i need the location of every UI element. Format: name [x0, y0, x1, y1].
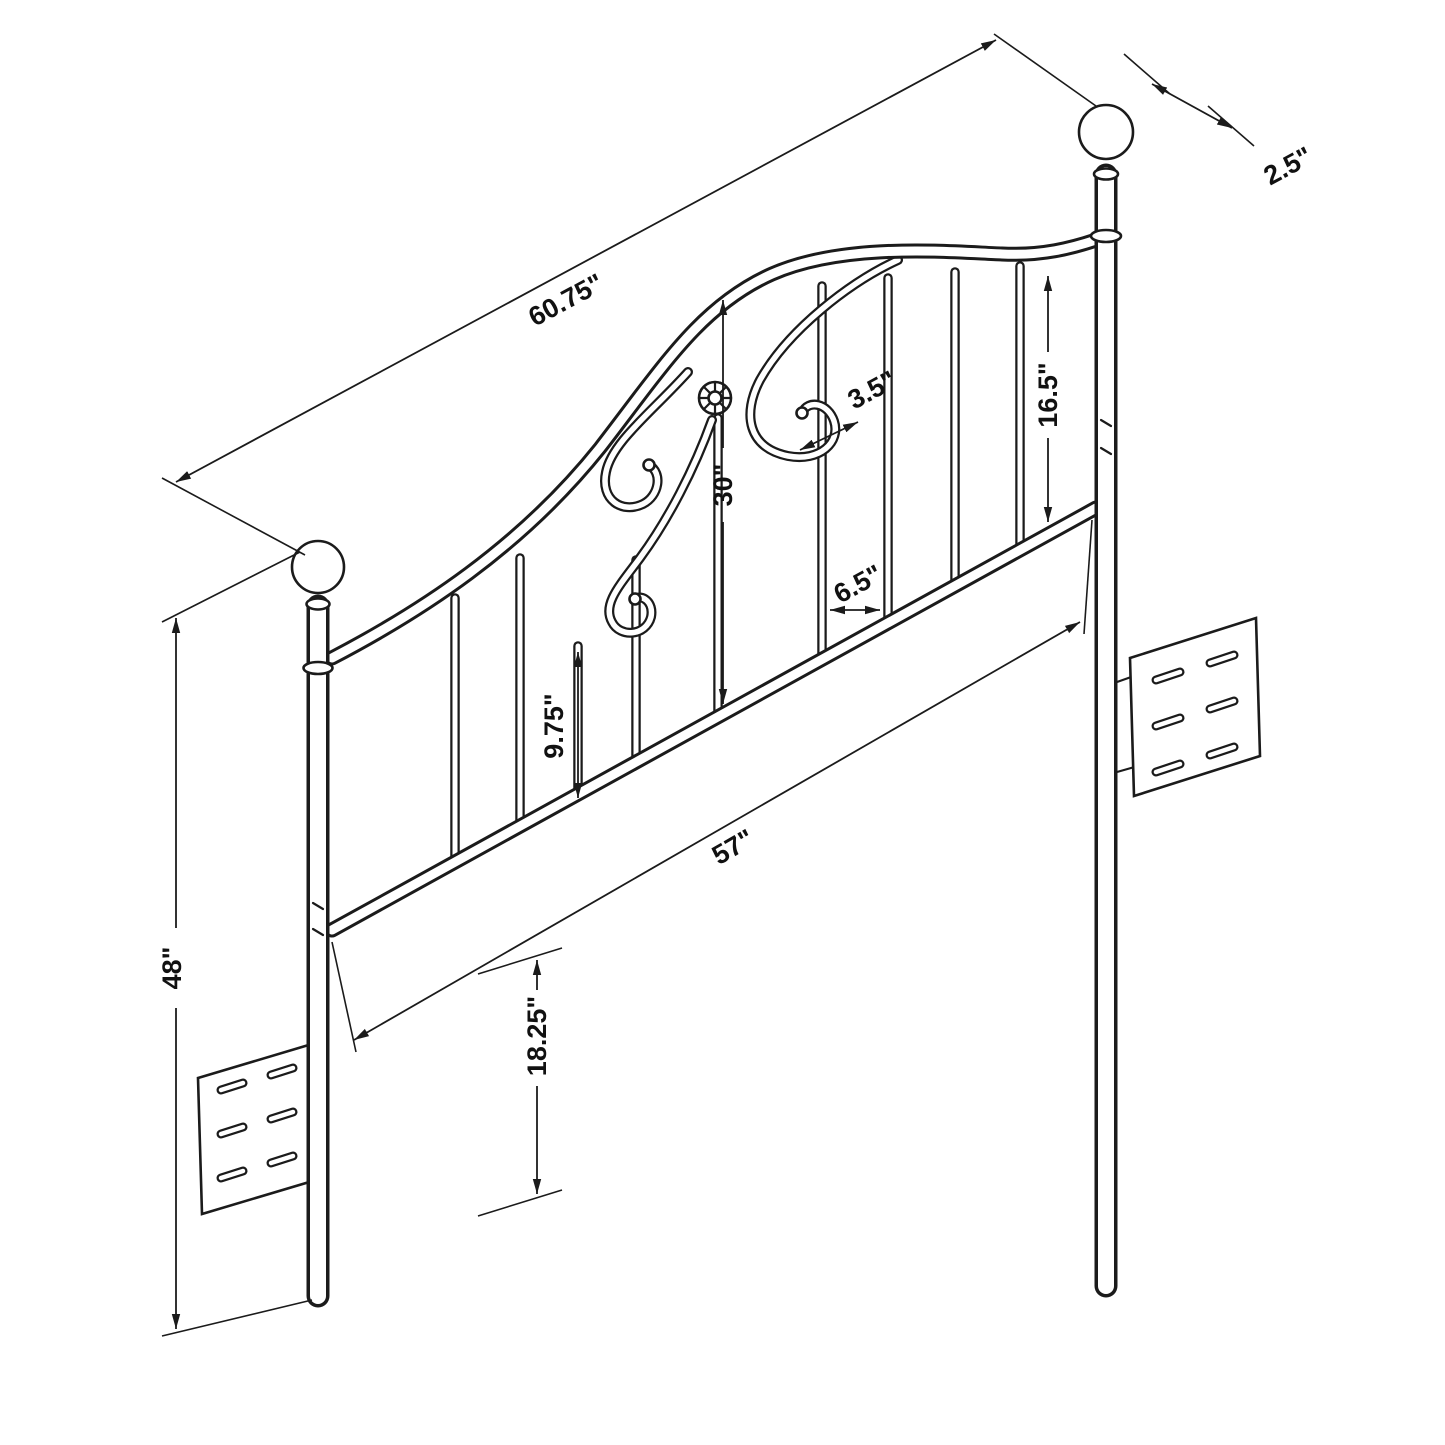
scroll-tip-cap — [642, 458, 656, 472]
dimension-label-arch-height: 30" — [708, 464, 738, 507]
dimension-label-short-spindle-height: 9.75" — [539, 693, 569, 758]
dimension-spindle-gap-large: 6.5" — [829, 559, 888, 615]
ball-finial-right — [1077, 103, 1135, 161]
flower-medallion — [697, 380, 733, 416]
right-post — [1077, 103, 1135, 1286]
dimension-label-leg-height: 18.25" — [522, 996, 552, 1076]
left-post — [290, 539, 346, 1296]
post-neck-ring — [305, 597, 331, 611]
mounting-plate-right — [1115, 616, 1262, 798]
spindles — [455, 266, 1020, 862]
dimension-label-grille-height: 16.5" — [1033, 362, 1063, 427]
dimension-inner-width: 57" — [331, 519, 1093, 1053]
dimension-label-overall-height: 48" — [157, 947, 187, 990]
scroll-tip-cap — [795, 406, 809, 420]
dimension-overall-height: 48" — [157, 551, 313, 1337]
scroll-tip-cap — [628, 592, 642, 606]
dimension-label-finial-diameter: 2.5" — [1259, 141, 1318, 191]
dimension-leg-height: 18.25" — [477, 947, 563, 1217]
ball-finial-left — [290, 539, 346, 595]
mounting-plate-left — [196, 1042, 318, 1216]
post-collar-ring — [1089, 228, 1123, 244]
dimension-label-overall-width: 60.75" — [524, 268, 609, 333]
dimension-short-spindle-height: 9.75" — [539, 652, 583, 798]
dimension-label-spindle-gap-large: 6.5" — [829, 559, 888, 609]
dimension-label-inner-width: 57" — [707, 823, 759, 870]
dimension-finial-diameter: 2.5" — [1123, 53, 1318, 191]
dimension-arch-height: 30" — [708, 300, 738, 704]
post-collar-ring — [302, 660, 334, 676]
post-neck-ring — [1092, 167, 1120, 181]
plate-slots — [1151, 650, 1239, 777]
plate-slots — [216, 1063, 298, 1183]
dimension-grille-height: 16.5" — [1033, 276, 1063, 522]
